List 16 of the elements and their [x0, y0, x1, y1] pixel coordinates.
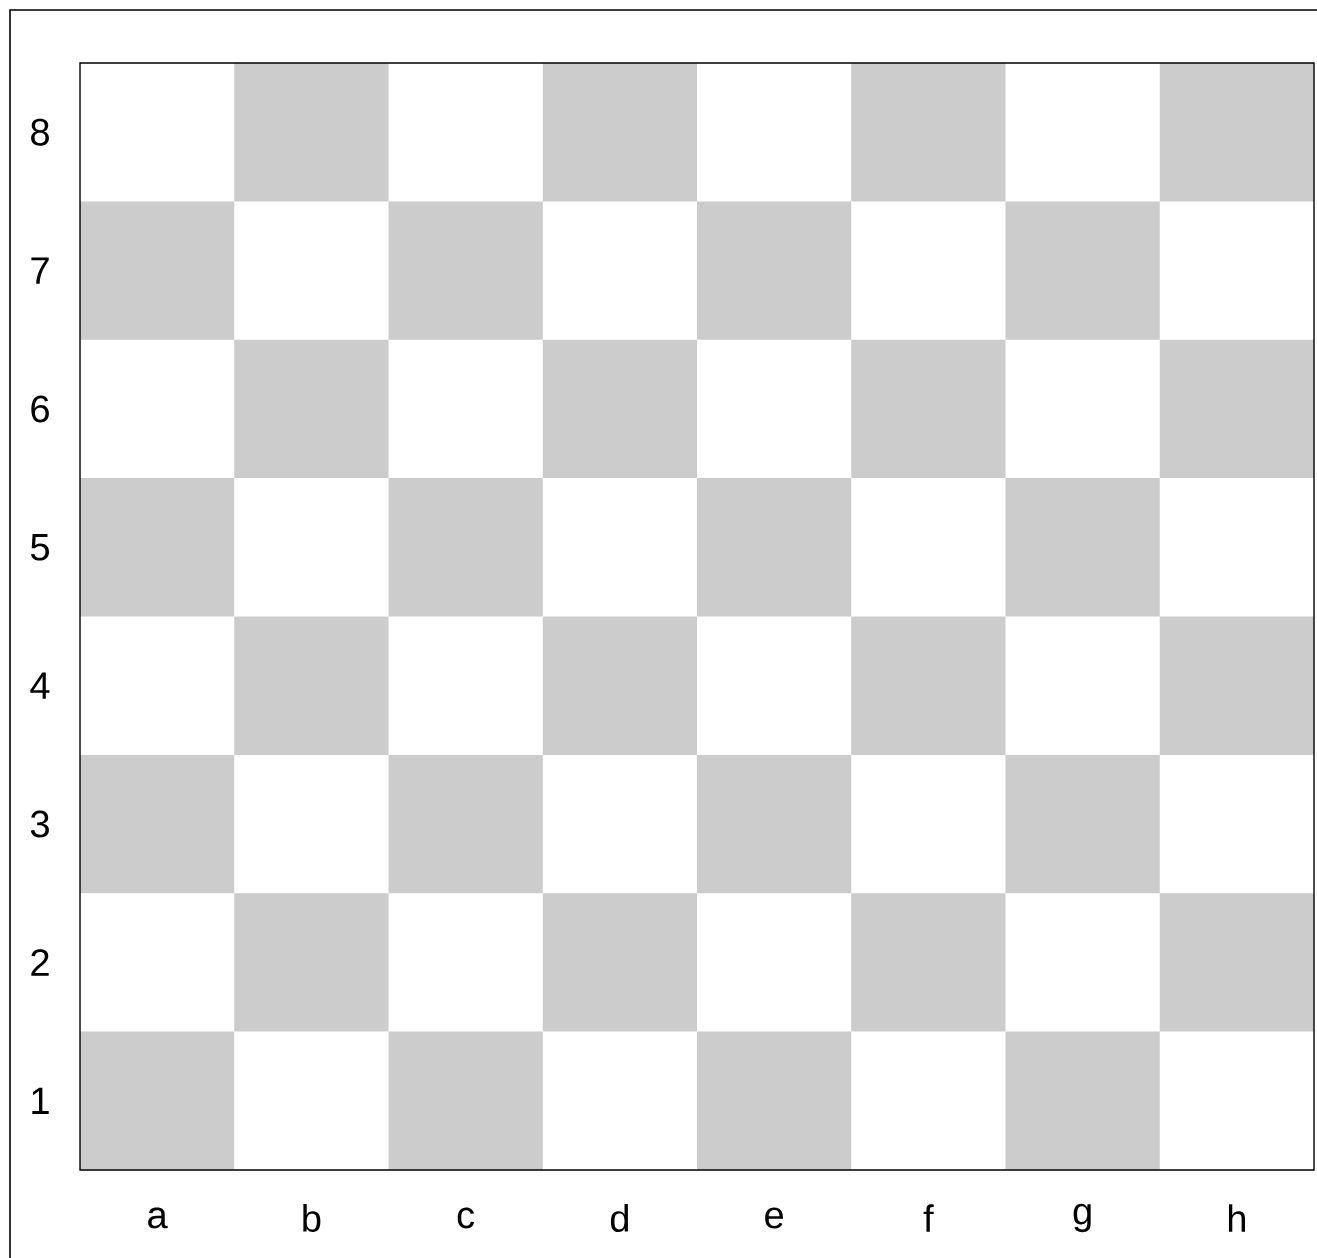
rank-label: 1 — [32, 1087, 49, 1114]
rank-label: 6 — [31, 395, 49, 423]
file-label: a — [148, 1207, 168, 1229]
rank-label: 8 — [31, 118, 49, 146]
file-label: b — [303, 1204, 321, 1232]
rank-label: 4 — [30, 672, 50, 699]
rank-label: 3 — [30, 810, 49, 838]
file-label: f — [923, 1204, 934, 1232]
file-label: e — [765, 1207, 783, 1229]
file-label: h — [1228, 1204, 1245, 1232]
rank-label: 7 — [31, 257, 49, 284]
rank-label: 2 — [31, 949, 49, 976]
file-label: g — [1073, 1203, 1091, 1233]
file-label: d — [610, 1204, 628, 1232]
file-label: c — [457, 1207, 475, 1229]
rank-label: 5 — [30, 534, 49, 561]
